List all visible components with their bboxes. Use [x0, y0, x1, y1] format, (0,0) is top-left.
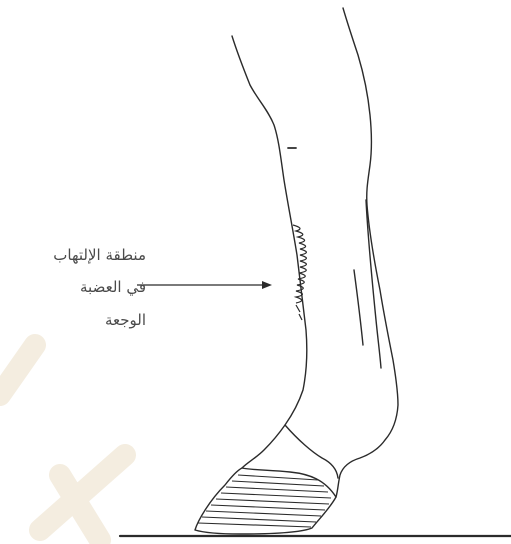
pointer-arrow	[137, 281, 272, 289]
annotation-line-3: الوجعة	[105, 311, 146, 329]
hoof-hatching	[198, 475, 331, 527]
leg-front-contour	[232, 36, 307, 468]
annotation-line-1: منطقة الإلتهاب	[53, 246, 146, 264]
leg-back-contour	[336, 8, 398, 497]
annotation-line-2: في العضبة	[80, 278, 146, 296]
tendon-line-2	[354, 270, 363, 345]
pastern-line	[285, 425, 338, 478]
